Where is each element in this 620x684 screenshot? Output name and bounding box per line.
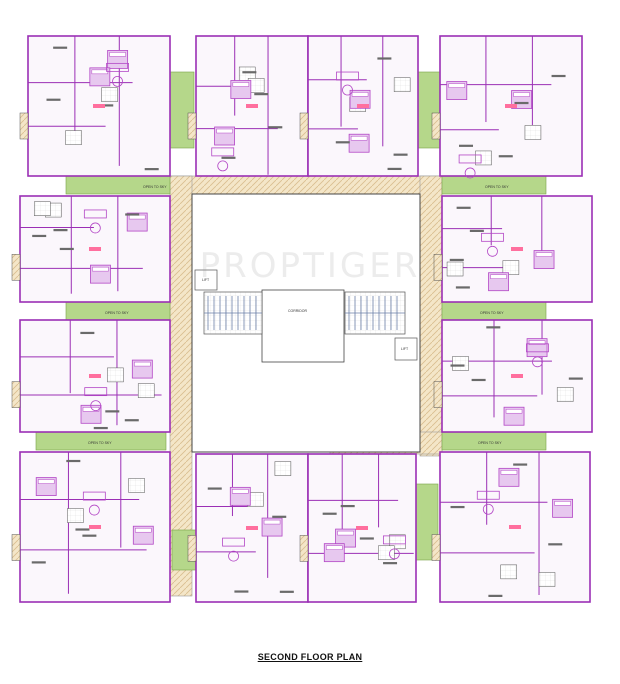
open-to-sky-label-5: OPEN TO SKY (88, 441, 112, 445)
apartment-block (19, 35, 171, 177)
open-to-sky-label-6: OPEN TO SKY (478, 441, 502, 445)
open-to-sky-label-1: OPEN TO SKY (143, 185, 167, 189)
open-to-sky-label-3: OPEN TO SKY (105, 311, 129, 315)
open-to-sky-label-4: OPEN TO SKY (480, 311, 504, 315)
apartment-block (11, 195, 171, 303)
open-to-sky-ducts (35, 71, 547, 571)
apartment-units (11, 35, 593, 603)
open-to-sky-label-2: OPEN TO SKY (485, 185, 509, 189)
plan-title: SECOND FLOOR PLAN (257, 652, 363, 662)
apartment-block (431, 451, 591, 603)
apartment-block (11, 319, 171, 433)
apartment-block (187, 453, 309, 603)
apartment-block (187, 35, 309, 177)
apartment-block (433, 319, 593, 433)
apartment-block (431, 35, 583, 179)
apartment-block (299, 453, 417, 603)
staircase (204, 296, 405, 330)
apartment-block (299, 35, 419, 177)
core-label: CORRIDOR (288, 309, 308, 313)
lift-label-1: LIFT (202, 278, 210, 282)
apartment-block (433, 195, 593, 303)
apartment-block (11, 451, 171, 603)
lift-label-2: LIFT (401, 347, 409, 351)
